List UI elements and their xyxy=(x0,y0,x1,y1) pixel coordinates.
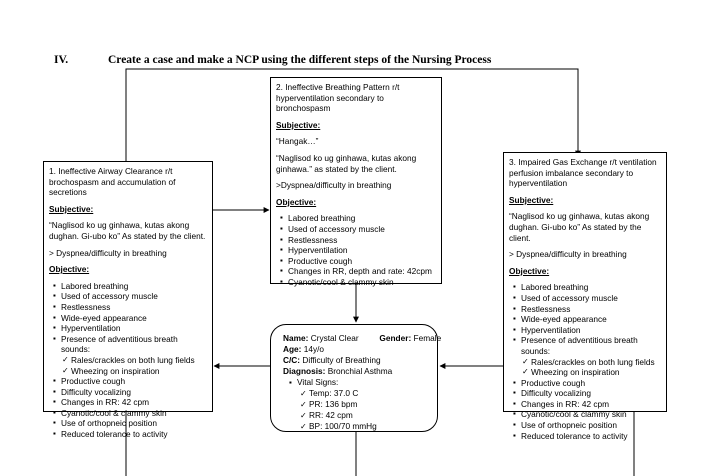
list-item: Changes in RR, depth and rate: 42cpm xyxy=(280,266,436,277)
list-item: Rales/crackles on both lung fields xyxy=(522,357,661,368)
subjective-label: Subjective: xyxy=(276,119,321,130)
subjective-text: >Dyspnea/difficulty in breathing xyxy=(276,180,392,191)
objective-label: Objective: xyxy=(276,196,317,207)
list-item: Changes in RR: 42 cpm xyxy=(513,399,661,410)
list-item: Cyanotic/cool & clammy skin xyxy=(53,408,207,419)
patient-age-row: Age: 14y/o xyxy=(283,344,425,355)
vitals-list: Vital Signs: Temp: 37.0 C PR: 136 bpm RR… xyxy=(283,377,425,432)
chief-complaint-row: C/C: Difficulty of Breathing xyxy=(283,355,425,366)
list-item: Presence of adventitious breath sounds: … xyxy=(513,335,661,378)
nursing-diagnosis-box-2: 2. Ineffective Breathing Pattern r/t hyp… xyxy=(270,77,442,287)
list-item: Hyperventilation xyxy=(53,323,207,334)
name-label: Name: xyxy=(283,333,309,343)
diagnosis-title: 1. Ineffective Airway Clearance r/t broc… xyxy=(49,166,176,198)
gender-label: Gender: xyxy=(379,333,412,343)
objective-label: Objective: xyxy=(509,265,550,276)
list-item: Labored breathing xyxy=(53,281,207,292)
list-item: Wheezing on inspiration xyxy=(522,367,661,378)
objective-list: Labored breathing Used of accessory musc… xyxy=(49,281,207,440)
patient-gender: Female xyxy=(413,333,442,343)
section-number: IV. xyxy=(54,54,69,66)
list-item: Restlessness xyxy=(280,235,436,246)
vital-sign: RR: 42 cpm xyxy=(300,410,425,421)
list-item-label: Presence of adventitious breath sounds: xyxy=(521,335,638,356)
vital-signs-list: Temp: 37.0 C PR: 136 bpm RR: 42 cpm BP: … xyxy=(297,388,425,432)
subjective-label: Subjective: xyxy=(509,194,554,205)
list-item: Cyanotic/cool & clammy skin xyxy=(513,409,661,420)
age-label: Age: xyxy=(283,344,302,354)
list-item: Use of orthopneic position xyxy=(53,418,207,429)
vital-sign: BP: 100/70 mmHg xyxy=(300,421,425,432)
list-item: Use of orthopneic position xyxy=(513,420,661,431)
objective-list: Labored breathing Used of accessory musc… xyxy=(276,213,436,287)
list-item: Rales/crackles on both lung fields xyxy=(62,355,207,366)
subjective-text: > Dyspnea/difficulty in breathing xyxy=(509,249,627,260)
list-item: Reduced tolerance to activity xyxy=(513,431,661,442)
vitals-label: Vital Signs: xyxy=(297,377,339,387)
diagnosis-row: Diagnosis: Bronchial Asthma xyxy=(283,366,425,377)
objective-label: Objective: xyxy=(49,264,90,275)
patient-name: Crystal Clear xyxy=(310,333,359,343)
medical-diagnosis: Bronchial Asthma xyxy=(327,366,393,376)
diagnosis-title: 3. Impaired Gas Exchange r/t ventilation… xyxy=(509,157,657,189)
patient-name-row: Name: Crystal Clear Gender: Female xyxy=(283,333,441,344)
list-item: Cyanotic/cool & clammy skin xyxy=(280,277,436,288)
list-item: Changes in RR: 42 cpm xyxy=(53,397,207,408)
patient-profile-box: Name: Crystal Clear Gender: Female Age: … xyxy=(270,324,441,432)
subjective-text: “Naglisod ko ug ginhawa, kutas akong gin… xyxy=(276,152,417,174)
list-item: Productive cough xyxy=(513,378,661,389)
subjective-text: > Dyspnea/difficulty in breathing xyxy=(49,247,167,258)
nursing-diagnosis-box-3: 3. Impaired Gas Exchange r/t ventilation… xyxy=(503,152,667,441)
subjective-text: “Naglisod ko ug ginhawa, kutas akong dug… xyxy=(509,211,650,243)
list-item: Hyperventilation xyxy=(280,245,436,256)
diagnosis-label: Diagnosis: xyxy=(283,366,326,376)
list-item: Vital Signs: Temp: 37.0 C PR: 136 bpm RR… xyxy=(289,377,425,432)
list-item: Hyperventilation xyxy=(513,325,661,336)
list-item-label: Presence of adventitious breath sounds: xyxy=(61,333,178,355)
list-item: Productive cough xyxy=(53,376,207,387)
list-item: Wheezing on inspiration xyxy=(62,366,207,377)
list-item: Used of accessory muscle xyxy=(280,224,436,235)
list-item: Used of accessory muscle xyxy=(53,291,207,302)
vital-sign: PR: 136 bpm xyxy=(300,399,425,410)
cc-label: C/C: xyxy=(283,355,301,365)
diagnosis-title: 2. Ineffective Breathing Pattern r/t hyp… xyxy=(276,82,400,114)
vital-sign: Temp: 37.0 C xyxy=(300,388,425,399)
chief-complaint: Difficulty of Breathing xyxy=(302,355,381,365)
list-item: Restlessness xyxy=(53,302,207,313)
nursing-diagnosis-box-1: 1. Ineffective Airway Clearance r/t broc… xyxy=(43,161,213,439)
connector-top-loop xyxy=(125,68,581,163)
objective-list: Labored breathing Used of accessory musc… xyxy=(509,282,661,441)
breath-sounds-list: Rales/crackles on both lung fields Wheez… xyxy=(521,357,661,378)
list-item: Productive cough xyxy=(280,256,436,267)
list-item: Restlessness xyxy=(513,304,661,315)
list-item: Reduced tolerance to activity xyxy=(53,429,207,440)
list-item: Labored breathing xyxy=(513,282,661,293)
subjective-text: “Naglisod ko ug ginhawa, kutas akong dug… xyxy=(49,220,206,241)
list-item: Difficulty vocalizing xyxy=(53,387,207,398)
breath-sounds-list: Rales/crackles on both lung fields Wheez… xyxy=(61,355,207,376)
subjective-text: “Hangak…” xyxy=(276,136,319,147)
list-item: Wide-eyed appearance xyxy=(53,313,207,324)
subjective-label: Subjective: xyxy=(49,203,94,214)
list-item: Presence of adventitious breath sounds: … xyxy=(53,333,207,376)
list-item: Difficulty vocalizing xyxy=(513,388,661,399)
list-item: Used of accessory muscle xyxy=(513,293,661,304)
patient-age: 14y/o xyxy=(303,344,325,354)
list-item: Labored breathing xyxy=(280,213,436,224)
list-item: Wide-eyed appearance xyxy=(513,314,661,325)
section-heading: Create a case and make a NCP using the d… xyxy=(108,54,492,66)
